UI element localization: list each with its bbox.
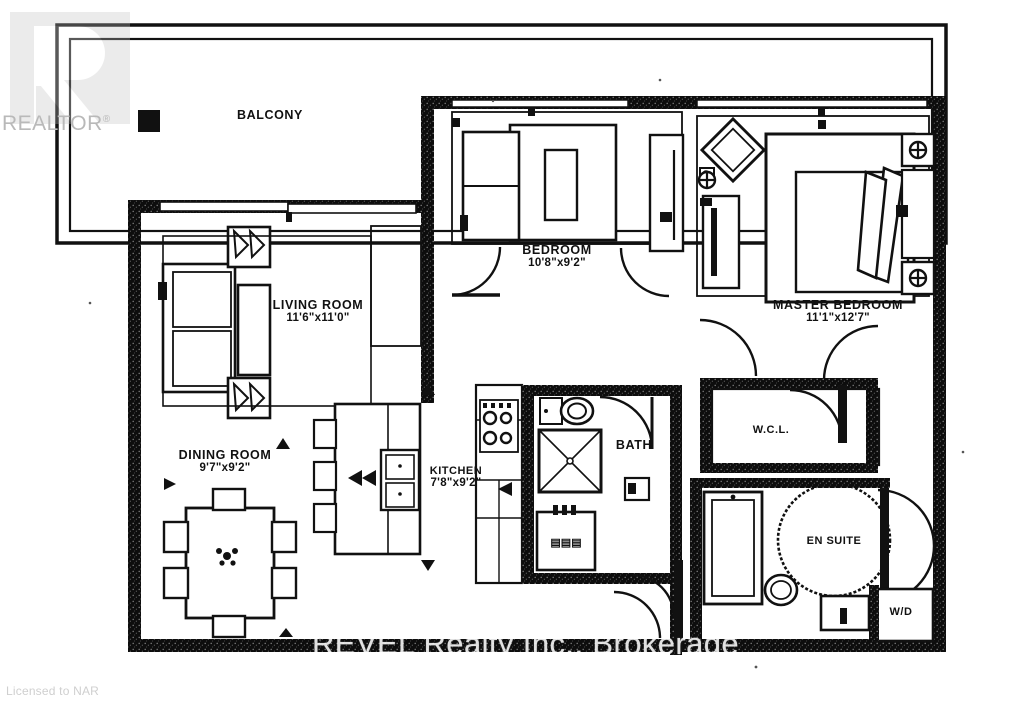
coffee-table (236, 283, 272, 377)
vanity-unit: ▤▤▤ (535, 505, 597, 572)
sofa (158, 262, 237, 394)
dining-table (184, 506, 276, 620)
dresser (700, 194, 741, 290)
bathtub (702, 490, 764, 606)
cooktop (479, 399, 519, 453)
wcl-zone (700, 378, 881, 473)
table-centerpiece (216, 548, 238, 566)
armchair-bottom (226, 376, 272, 420)
kitchen-zone (312, 383, 524, 585)
armchair-top (226, 225, 272, 269)
en-suite-vanity (819, 594, 871, 632)
bed-master (764, 132, 916, 304)
balcony-sliding-door (159, 201, 417, 222)
master-bedroom-window (696, 99, 928, 116)
toilet-main (539, 396, 595, 426)
en-suite-zone (690, 478, 936, 652)
diamond-side-table (699, 116, 767, 184)
dining-room-zone (162, 438, 298, 639)
bath-zone: ▤▤▤ (522, 385, 682, 655)
toilet-en-suite (763, 573, 799, 607)
entry-hall (370, 225, 435, 571)
bedroom-zone (451, 111, 715, 253)
daybed (460, 130, 521, 242)
svg-text:▤▤▤: ▤▤▤ (550, 537, 581, 549)
scan-artifacts (88, 78, 965, 669)
corridor-doors (451, 246, 879, 652)
living-room-zone (158, 225, 372, 420)
master-bedroom-zone (696, 115, 936, 304)
laundry-zone (869, 585, 935, 643)
shower-stall (537, 428, 603, 494)
